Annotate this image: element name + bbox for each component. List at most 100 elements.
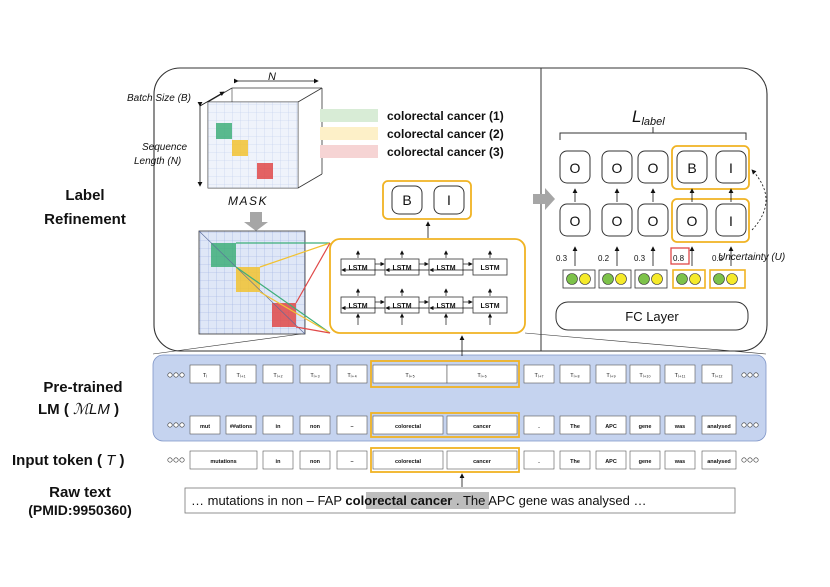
- ellipsis-dot: [747, 422, 753, 428]
- lstm-cell-label: LSTM: [480, 265, 499, 272]
- input-token-label: gene: [639, 459, 652, 465]
- tag-label: O: [570, 160, 581, 176]
- pretrained-lm-line1: Pre-trained: [43, 379, 122, 396]
- ellipsis-dot: [173, 457, 179, 463]
- green-connector-bottom: [235, 266, 331, 334]
- tag-label: I: [729, 160, 733, 176]
- lm-token-label: Tᵢ₊₂: [273, 373, 282, 379]
- lstm-cell: [428, 296, 464, 314]
- subword-token-label: cancer: [473, 424, 492, 430]
- uncertainty-arrow: [751, 169, 767, 231]
- sequence-length-line1: Sequence: [142, 142, 187, 153]
- label-refinement-frame: [153, 67, 768, 352]
- lstm-cell-label: LSTM: [348, 265, 367, 272]
- entity-highlight-input: [370, 447, 520, 473]
- legend: colorectal cancer (1) colorectal cancer …: [320, 109, 504, 159]
- lm-token-label: Tᵢ₊₁₂: [711, 373, 722, 379]
- ellipsis-dot: [753, 457, 759, 463]
- lm-token-label: Tᵢ₊₆: [477, 373, 486, 379]
- lstm-cell-label: LSTM: [436, 303, 455, 310]
- loss-label: Llabel: [632, 107, 665, 128]
- subword-token-box: [664, 415, 696, 435]
- tag-label: O: [648, 213, 659, 229]
- input-token-box: [701, 450, 737, 470]
- subword-token-box: [523, 415, 555, 435]
- input-token-box: [523, 450, 555, 470]
- tag-label: O: [612, 160, 623, 176]
- embedding-green-dot: [566, 273, 578, 285]
- lm-token-box: [595, 364, 627, 384]
- input-token-box: [336, 450, 368, 470]
- ellipsis-dot: [167, 422, 173, 428]
- entity-highlight-lm: [370, 360, 520, 388]
- tag-label: O: [612, 213, 623, 229]
- tag-label: O: [687, 213, 698, 229]
- subword-token-label: analysed: [707, 424, 731, 430]
- yellow-connector-bottom: [259, 291, 331, 334]
- input-token-box: [189, 450, 258, 470]
- fc-layer-label: FC Layer: [625, 309, 679, 324]
- input-token-label: .: [538, 459, 540, 465]
- ellipsis-dot: [747, 457, 753, 463]
- input-token-close: ): [120, 452, 125, 469]
- input-token-box: [595, 450, 627, 470]
- n-label: N: [268, 71, 276, 83]
- input-token-label: colorectal: [395, 459, 421, 465]
- ellipsis-dot: [167, 372, 173, 378]
- lm-token-label: Tᵢ₊₁₀: [639, 373, 650, 379]
- lm-token-box: [225, 364, 257, 384]
- input-token-label: mutations: [210, 459, 236, 465]
- ellipsis-dot: [741, 457, 747, 463]
- embedding-yellow-dot: [651, 273, 663, 285]
- lm-token-label: Tᵢ₊₇: [534, 373, 543, 379]
- raw-text-after: . The APC gene was analysed …: [452, 493, 646, 508]
- input-token-prefix: Input token (: [12, 452, 102, 469]
- lm-token-label: Tᵢ₊₉: [606, 373, 615, 379]
- label-refinement-line2: Refinement: [44, 211, 126, 228]
- subword-token-box: [299, 415, 331, 435]
- tag-label: O: [570, 213, 581, 229]
- bilstm-output-b-text: B: [402, 192, 411, 208]
- initial-highlight: [671, 198, 750, 243]
- ellipsis-dot: [753, 372, 759, 378]
- confidence-value: 0.2: [598, 254, 610, 263]
- subword-token-box: [446, 415, 518, 435]
- subword-token-box: [595, 415, 627, 435]
- lm-token-label: Tᵢ₊₈: [570, 373, 579, 379]
- ellipsis-dot: [173, 422, 179, 428]
- mask-green-cell: [216, 123, 232, 139]
- tag-box: [676, 150, 708, 184]
- subword-token-box: [262, 415, 294, 435]
- loss-brace: [559, 127, 747, 140]
- tag-box: [637, 203, 669, 237]
- subword-token-box: [189, 415, 221, 435]
- tag-box: [637, 150, 669, 184]
- subword-token-label: ##ations: [230, 424, 252, 430]
- ellipsis-dot: [753, 422, 759, 428]
- subword-token-box: [701, 415, 737, 435]
- red-connector-top: [295, 242, 331, 304]
- input-token-label: Input token ( T ): [12, 452, 125, 469]
- lstm-cell: [428, 258, 464, 276]
- input-token-box: [559, 450, 591, 470]
- subword-token-label: mut: [200, 424, 210, 430]
- ellipsis-dot: [179, 457, 185, 463]
- batch-dimension-arrow: [199, 91, 225, 107]
- mask-slice: [198, 230, 306, 335]
- raw-text-label: Raw text: [49, 484, 111, 501]
- embedding-green-dot: [638, 273, 650, 285]
- lm-token-box: [336, 364, 368, 384]
- pmid-label: (PMID:9950360): [28, 502, 132, 518]
- lm-token-box: [559, 364, 591, 384]
- mask-tensor: [197, 78, 323, 189]
- legend-label-1: colorectal cancer (1): [387, 109, 504, 123]
- mask-down-arrow: [244, 212, 268, 231]
- legend-label-3: colorectal cancer (3): [387, 145, 504, 159]
- lstm-cell: [384, 296, 420, 314]
- confidence-value: 0.3: [556, 254, 568, 263]
- pretrained-lm-line2: LM ( ℳLM ): [38, 401, 119, 418]
- input-token-label: cancer: [473, 459, 492, 465]
- lstm-cell: [472, 296, 508, 314]
- bilstm-output-b: [391, 185, 423, 215]
